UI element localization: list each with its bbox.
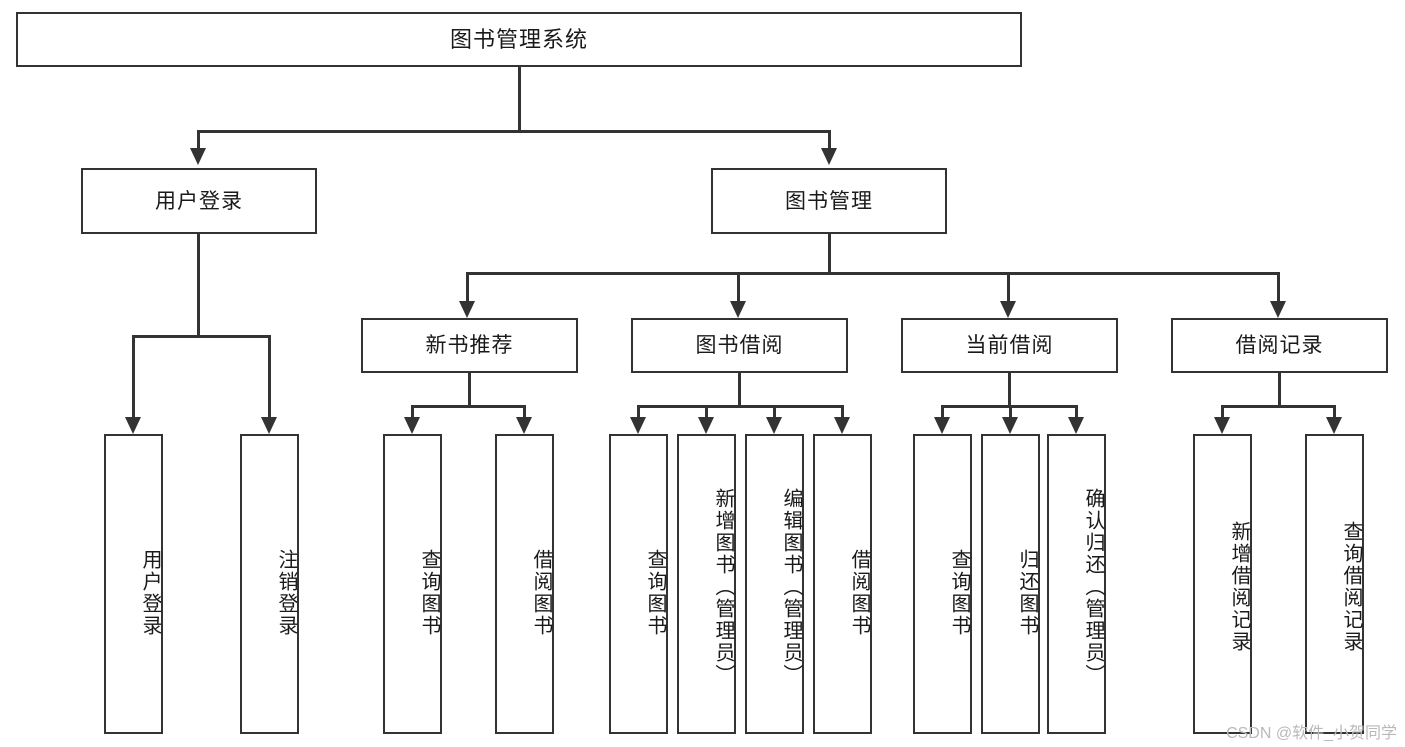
node-root-book-management-system[interactable]: 图书管理系统 [16, 12, 1022, 67]
connector-current-borrow-drop-2 [1009, 405, 1012, 417]
connector-user-login-drop-1 [132, 335, 135, 417]
leaf-add-book-admin[interactable]: 新增图书（管理员） [677, 434, 736, 734]
connector-level2-bus [197, 130, 831, 133]
leaf-edit-book-admin[interactable]: 编辑图书（管理员） [745, 434, 804, 734]
arrow-to-borrow-records [1270, 301, 1286, 318]
arrow-to-leaf-query-book-2 [630, 417, 646, 434]
arrow-to-leaf-user-login [125, 417, 141, 434]
connector-new-book-bus [411, 405, 526, 408]
connector-root-stem [518, 67, 521, 130]
connector-book-borrow-drop-4 [841, 405, 844, 417]
arrow-to-leaf-logout [261, 417, 277, 434]
arrow-to-current-borrow [1000, 301, 1016, 318]
leaf-query-book-borrow[interactable]: 查询图书 [609, 434, 668, 734]
connector-new-book-drop-2 [523, 405, 526, 417]
arrow-to-leaf-add-book [698, 417, 714, 434]
connector-level3-drop-2 [737, 272, 740, 301]
leaf-borrow-book-borrow[interactable]: 借阅图书 [813, 434, 872, 734]
connector-level3-drop-1 [466, 272, 469, 301]
connector-new-book-drop-1 [411, 405, 414, 417]
arrow-to-leaf-confirm-return [1068, 417, 1084, 434]
connector-borrow-records-bus [1221, 405, 1336, 408]
leaf-user-login[interactable]: 用户登录 [104, 434, 163, 734]
connector-borrow-records-drop-2 [1333, 405, 1336, 417]
connector-user-login-stem [197, 234, 200, 335]
connector-current-borrow-drop-3 [1075, 405, 1078, 417]
connector-book-borrow-drop-1 [637, 405, 640, 417]
arrow-to-leaf-add-record [1214, 417, 1230, 434]
arrow-to-leaf-query-book-3 [934, 417, 950, 434]
connector-level3-bus [466, 272, 1280, 275]
leaf-query-book-current[interactable]: 查询图书 [913, 434, 972, 734]
arrow-to-leaf-borrow-book-1 [516, 417, 532, 434]
node-new-book-recommend[interactable]: 新书推荐 [361, 318, 578, 373]
arrow-to-new-book [459, 301, 475, 318]
node-user-login[interactable]: 用户登录 [81, 168, 317, 234]
leaf-logout[interactable]: 注销登录 [240, 434, 299, 734]
arrow-to-leaf-query-record [1326, 417, 1342, 434]
arrow-to-book-borrow [730, 301, 746, 318]
leaf-add-borrow-record[interactable]: 新增借阅记录 [1193, 434, 1252, 734]
leaf-borrow-book-new-book[interactable]: 借阅图书 [495, 434, 554, 734]
connector-current-borrow-drop-1 [941, 405, 944, 417]
leaf-confirm-return-admin[interactable]: 确认归还（管理员） [1047, 434, 1106, 734]
arrow-to-user-login [190, 148, 206, 165]
connector-borrow-records-drop-1 [1221, 405, 1224, 417]
connector-book-management-stem [828, 234, 831, 272]
arrow-to-leaf-return-book [1002, 417, 1018, 434]
arrow-to-book-management [821, 148, 837, 165]
connector-current-borrow-stem [1008, 373, 1011, 405]
connector-level2-drop-right [828, 130, 831, 148]
connector-book-borrow-bus [637, 405, 842, 408]
node-borrow-records[interactable]: 借阅记录 [1171, 318, 1388, 373]
connector-book-borrow-drop-2 [705, 405, 708, 417]
connector-new-book-stem [468, 373, 471, 405]
connector-book-borrow-drop-3 [773, 405, 776, 417]
connector-book-borrow-stem [738, 373, 741, 405]
leaf-query-borrow-record[interactable]: 查询借阅记录 [1305, 434, 1364, 734]
connector-level3-drop-3 [1007, 272, 1010, 301]
connector-level2-drop-left [197, 130, 200, 148]
node-book-management[interactable]: 图书管理 [711, 168, 947, 234]
connector-borrow-records-stem [1278, 373, 1281, 405]
arrow-to-leaf-edit-book [766, 417, 782, 434]
leaf-return-book[interactable]: 归还图书 [981, 434, 1040, 734]
connector-user-login-bus [132, 335, 271, 338]
arrow-to-leaf-query-book-1 [404, 417, 420, 434]
connector-user-login-drop-2 [268, 335, 271, 417]
node-book-borrow[interactable]: 图书借阅 [631, 318, 848, 373]
leaf-query-book-new-book[interactable]: 查询图书 [383, 434, 442, 734]
arrow-to-leaf-borrow-book-2 [834, 417, 850, 434]
connector-level3-drop-4 [1277, 272, 1280, 301]
node-current-borrow[interactable]: 当前借阅 [901, 318, 1118, 373]
